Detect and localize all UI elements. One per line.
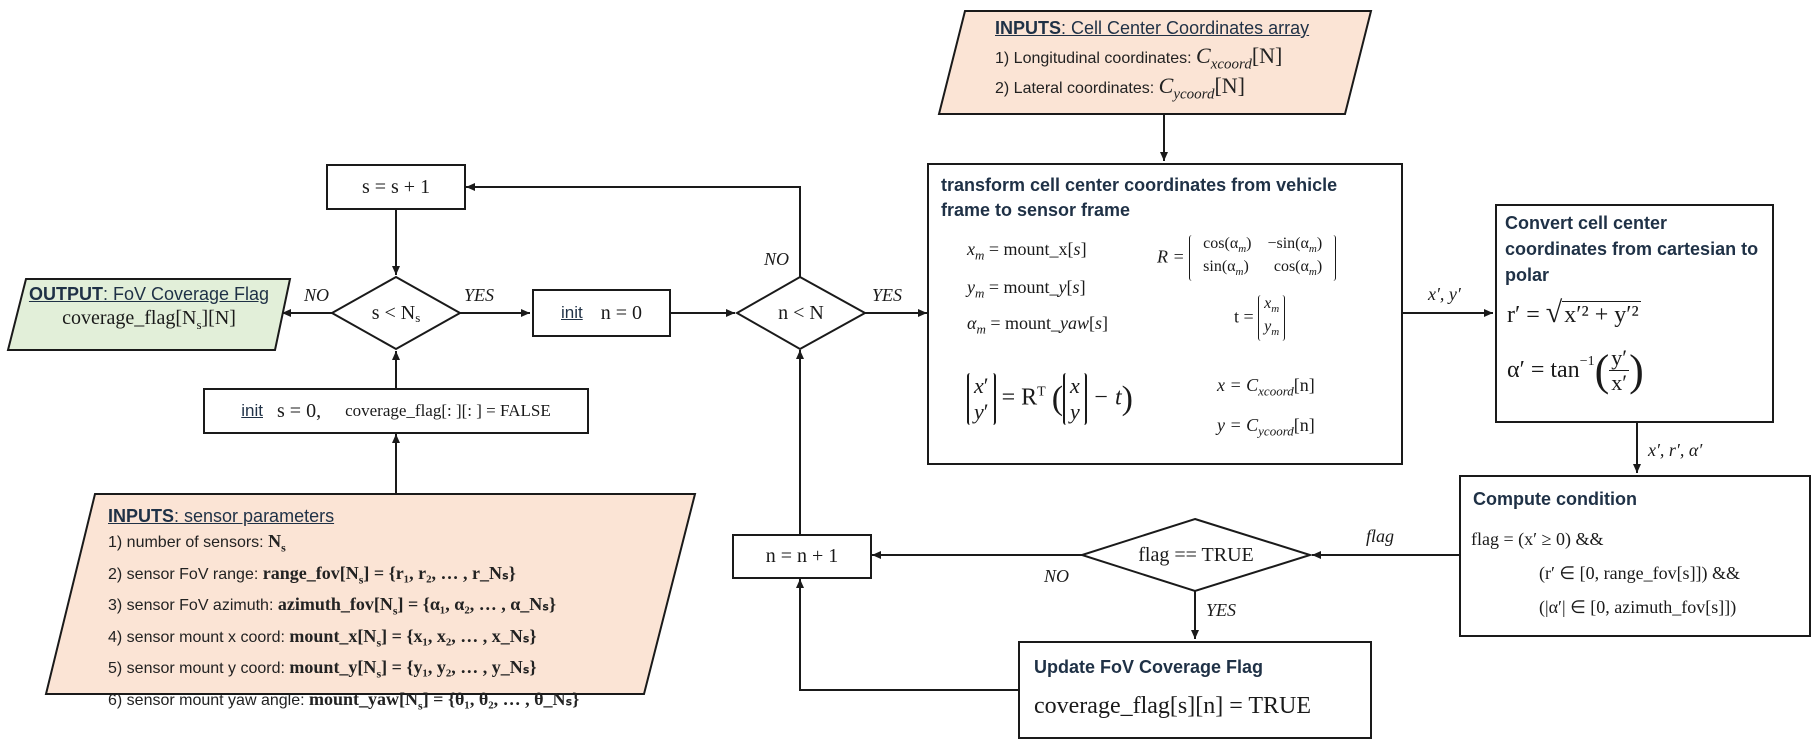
init-n-keyword: init [560, 303, 583, 322]
init-s-flag: coverage_flag[: ][: ] = FALSE [345, 401, 551, 420]
edge-label-flag: flag [1366, 526, 1395, 546]
eq-x-assign: x = Cxcoord[n] [1217, 375, 1315, 399]
eq-translation-vector: t = xm ym [1234, 295, 1286, 342]
eq-xm: xm = mount_x[s] [967, 239, 1087, 263]
edge-label-yes-flag: YES [1206, 600, 1237, 620]
update-title: Update FoV Coverage Flag [1034, 657, 1264, 677]
sensor-input-line: 1) number of sensors: Ns [108, 531, 286, 555]
polar-box: Convert cell center coordinates from car… [1495, 204, 1774, 423]
init-s-keyword: init [241, 401, 263, 420]
polar-title: Convert cell center coordinates from car… [1505, 213, 1759, 285]
sensor-input-line: 2) sensor FoV range: range_fov[Ns] = {r₁… [108, 562, 516, 587]
edge-label-no-n: NO [764, 249, 790, 269]
transform-box: transform cell center coordinates from v… [927, 163, 1403, 465]
condition-line-1: flag = (x′ ≥ 0) && [1471, 529, 1604, 549]
edge-label-yes-n: YES [872, 285, 903, 305]
eq-alpham: αm = mount_yaw[s] [967, 313, 1109, 337]
init-s-box: init s = 0, coverage_flag[: ][: ] = FALS… [203, 388, 589, 434]
sensor-inputs: INPUTS: sensor parameters 1) number of s… [108, 506, 668, 719]
s-cond-diamond [329, 275, 463, 351]
init-s-eq: s = 0, [277, 399, 322, 422]
sensor-inputs-shape [44, 493, 697, 695]
edge-label-no-flag: NO [1044, 566, 1070, 586]
eq-transform-main: x′ y′ = RT ( x y − t) [967, 373, 1133, 425]
condition-line-3: (|α′| ∈ [0, azimuth_fov[s]]) [1539, 597, 1737, 617]
n-cond-label: n < N [778, 301, 824, 324]
arrow-ncond-no [466, 183, 801, 277]
output-title: OUTPUT: FoV Coverage Flag [28, 284, 270, 304]
flag-cond-label: flag == TRUE [1138, 543, 1254, 566]
n-cond-diamond [734, 275, 868, 351]
inputs-cells-line-1: 1) Longitudinal coordinates: Cxcoord[N] [995, 43, 1283, 73]
edge-label-xra: x′, r′, α′ [1648, 440, 1703, 460]
eq-rotation-matrix: R = cos(αm) −sin(αm) sin(αm) cos(αm) [1157, 235, 1337, 282]
eq-alpha-prime: α′ = tan−1 ( y′ x′ ) [1507, 345, 1644, 395]
condition-line-2: (r′ ∈ [0, range_fov[s]]) && [1539, 563, 1741, 583]
edge-label-xy: x′, y′ [1428, 284, 1461, 304]
inputs-cells-shape [937, 10, 1373, 115]
output: OUTPUT: FoV Coverage Flag coverage_flag[… [18, 284, 280, 333]
arrow-update-to-ninc [796, 579, 1018, 691]
sensor-input-line: 6) sensor mount yaw angle: mount_yaw[Ns]… [108, 688, 580, 713]
eq-y-assign: y = Cycoord[n] [1217, 415, 1315, 439]
output-eq: coverage_flag[Ns][N] [62, 307, 236, 332]
inputs-cells-line-2: 2) Lateral coordinates: Cycoord[N] [995, 73, 1245, 103]
sensor-input-line: 4) sensor mount x coord: mount_x[Ns] = {… [108, 625, 537, 650]
inputs-cells: INPUTS: Cell Center Coordinates array 1)… [995, 18, 1355, 104]
condition-box: Compute condition flag = (x′ ≥ 0) && (r′… [1459, 475, 1811, 637]
s-increment-box: s = s + 1 [326, 164, 466, 210]
eq-r-prime: r′ = √x′² + y′² [1507, 296, 1641, 329]
n-increment-box: n = n + 1 [732, 534, 872, 579]
update-eq: coverage_flag[s][n] = TRUE [1034, 693, 1311, 719]
sensor-input-line: 5) sensor mount y coord: mount_y[Ns] = {… [108, 657, 537, 681]
edge-label-yes-s: YES [464, 285, 495, 305]
init-n-eq: n = 0 [600, 301, 642, 324]
init-n-box: init n = 0 [532, 289, 671, 337]
output-shape [6, 278, 292, 351]
sensor-input-line: 3) sensor FoV azimuth: azimuth_fov[Ns] =… [108, 594, 557, 618]
sensor-inputs-title: INPUTS: sensor parameters [108, 506, 335, 526]
update-box: Update FoV Coverage Flag coverage_flag[s… [1018, 641, 1372, 739]
edge-label-no-s: NO [304, 285, 330, 305]
inputs-cells-title: INPUTS: Cell Center Coordinates array [995, 18, 1310, 38]
transform-title: transform cell center coordinates from v… [941, 175, 1338, 220]
eq-ym: ym = mount_y[s] [967, 277, 1086, 301]
condition-title: Compute condition [1473, 489, 1637, 509]
